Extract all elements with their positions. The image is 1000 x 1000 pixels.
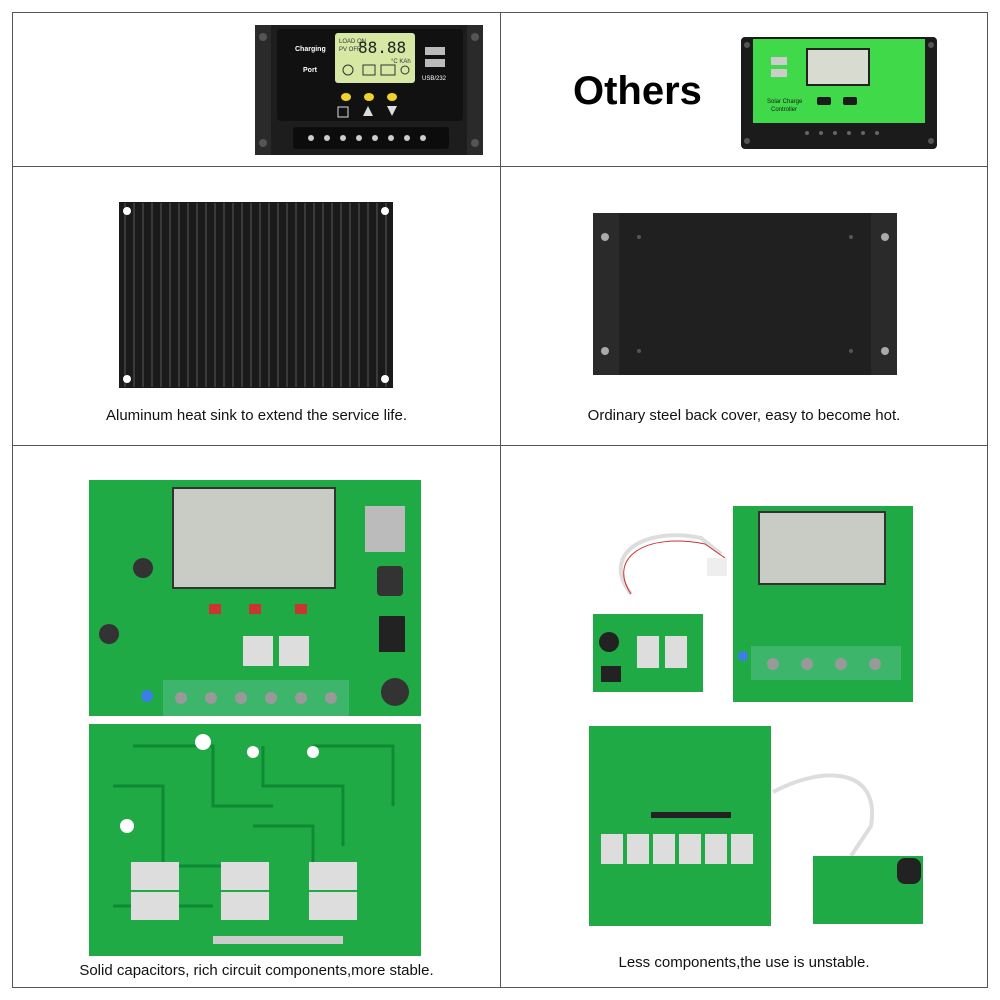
port-label: Port — [303, 67, 318, 74]
cell-bottom-right: Less components,the use is unstable. — [501, 446, 987, 987]
heat-sink-image — [119, 202, 393, 388]
steel-cover-caption: Ordinary steel back cover, easy to becom… — [587, 407, 901, 424]
simple-pcb-image — [589, 506, 923, 926]
others-label: Others — [573, 69, 702, 113]
rich-pcb-caption: Solid capacitors, rich circuit component… — [79, 962, 434, 979]
cell-top-left: LOAD ON PV OFF 88.88 °C KAh Charging Por… — [13, 13, 500, 166]
grid-line-right — [987, 12, 988, 988]
lcd-top-left-text: LOAD ON — [339, 39, 366, 45]
cell-middle-right: Ordinary steel back cover, easy to becom… — [501, 167, 987, 445]
rich-pcb-image — [89, 480, 421, 956]
green-controller-image: Solar Charge Controller — [741, 37, 937, 149]
lcd-top-left2-text: PV OFF — [339, 47, 361, 53]
charging-label: Charging — [295, 46, 326, 53]
steel-cover-image — [593, 213, 897, 375]
cell-top-right: Others Solar Charge Controller — [501, 13, 987, 166]
brand-line2: Controller — [771, 107, 797, 113]
grid-line-left — [12, 12, 13, 988]
lcd-units: °C KAh — [391, 59, 411, 65]
lcd-digits: 88.88 — [358, 38, 406, 57]
black-controller-image: LOAD ON PV OFF 88.88 °C KAh Charging Por… — [255, 25, 483, 155]
cell-bottom-left: Solid capacitors, rich circuit component… — [13, 446, 500, 987]
grid-line-middle — [500, 12, 501, 988]
comparison-grid: LOAD ON PV OFF 88.88 °C KAh Charging Por… — [12, 12, 988, 988]
heat-sink-caption: Aluminum heat sink to extend the service… — [106, 407, 407, 424]
usb-label: USB/232 — [422, 76, 447, 82]
cell-middle-left: Aluminum heat sink to extend the service… — [13, 167, 500, 445]
brand-line1: Solar Charge — [767, 99, 803, 105]
simple-pcb-caption: Less components,the use is unstable. — [618, 954, 870, 971]
